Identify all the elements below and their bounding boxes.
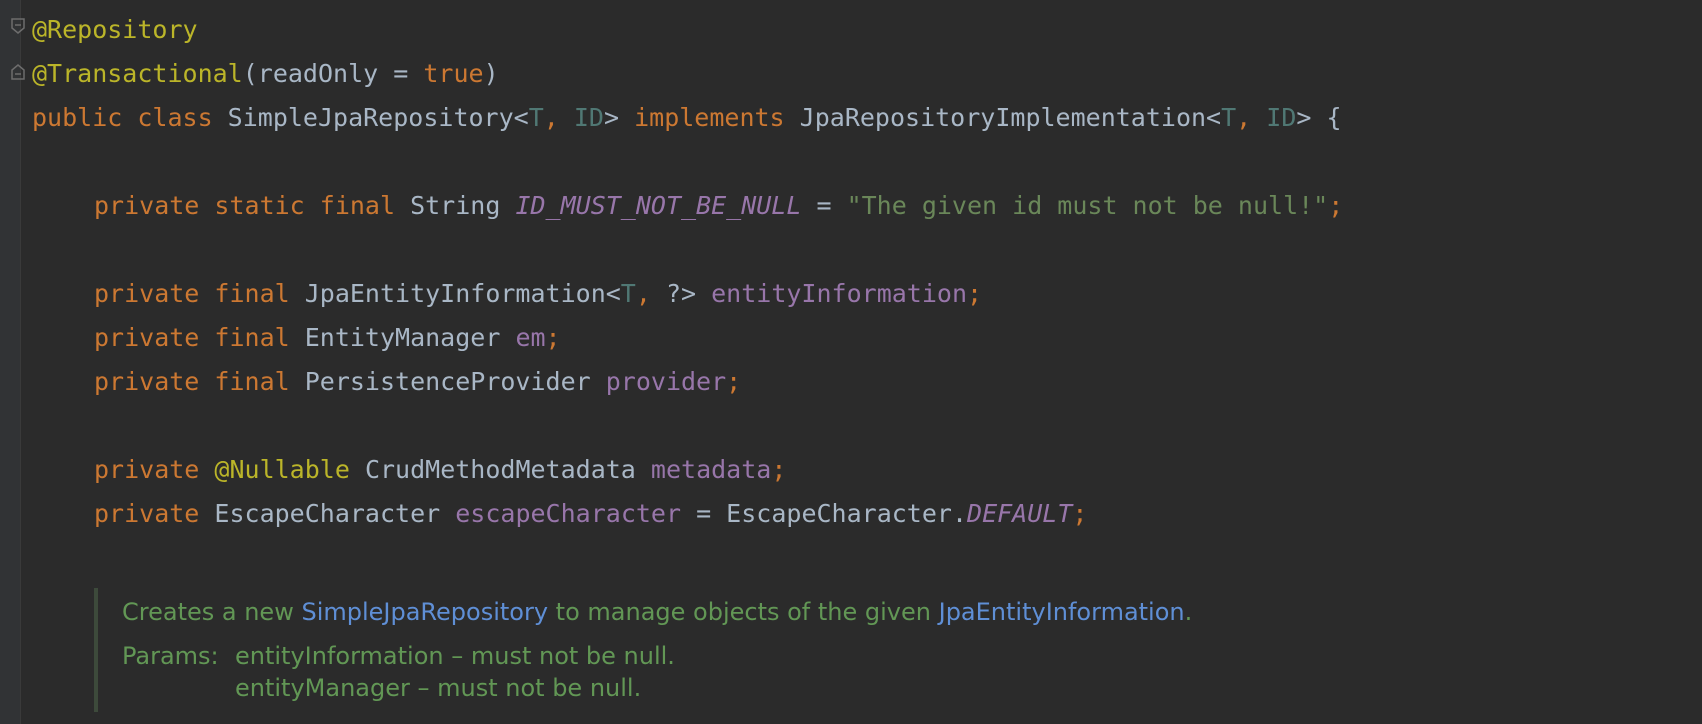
code-token: escapeCharacter — [455, 499, 682, 528]
code-token: ) — [483, 59, 499, 88]
code-token: (readOnly = — [242, 59, 424, 88]
code-token: @Transactional — [32, 59, 243, 88]
code-token: em — [515, 323, 546, 352]
code-token: @Nullable — [214, 455, 365, 484]
code-token: , — [635, 279, 666, 308]
code-line-blank-line[interactable] — [32, 146, 1343, 190]
code-line-blank-line[interactable] — [32, 234, 1343, 278]
code-token: implements — [634, 103, 800, 132]
code-line-field-id-must-not-be-null[interactable]: private static final String ID_MUST_NOT_… — [32, 190, 1343, 234]
code-line-field-em[interactable]: private final EntityManager em; — [32, 322, 1343, 366]
code-line-field-escape-character[interactable]: private EscapeCharacter escapeCharacter … — [32, 498, 1343, 542]
code-token: provider — [605, 367, 727, 396]
code-token: public class — [32, 103, 228, 132]
code-token: private final — [94, 367, 305, 396]
doc-params-label: Params: — [122, 642, 219, 670]
doc-summary-middle: to manage objects of the given — [548, 598, 939, 626]
code-token: private — [94, 455, 215, 484]
code-token: , — [1236, 103, 1267, 132]
code-line-blank-line[interactable] — [32, 410, 1343, 454]
code-token: , — [543, 103, 574, 132]
doc-param-entity-information: entityInformation – must not be null. — [235, 642, 675, 670]
code-line-class-declaration[interactable]: public class SimpleJpaRepository<T, ID> … — [32, 102, 1343, 146]
code-token: private final — [94, 279, 305, 308]
code-token: ID — [573, 103, 604, 132]
doc-summary: Creates a new SimpleJpaRepository to man… — [122, 598, 1192, 626]
code-token: ID_MUST_NOT_BE_NULL — [515, 191, 802, 220]
code-token: T — [528, 103, 544, 132]
code-token: "The given id must not be null!" — [846, 191, 1329, 220]
code-token: entityInformation — [711, 279, 967, 308]
doc-link-simplejparepository[interactable]: SimpleJpaRepository — [301, 598, 549, 626]
code-token: private — [94, 499, 215, 528]
code-token: ?> — [665, 279, 712, 308]
code-token: T — [620, 279, 636, 308]
code-token: JpaRepositoryImplementation< — [799, 103, 1222, 132]
code-token: T — [1221, 103, 1237, 132]
code-token: metadata — [650, 455, 772, 484]
code-token: = EscapeCharacter. — [681, 499, 968, 528]
doc-summary-prefix: Creates a new — [122, 598, 302, 626]
code-token: EscapeCharacter — [214, 499, 456, 528]
code-token: > — [603, 103, 635, 132]
code-token: ; — [545, 323, 561, 352]
fold-close-icon[interactable] — [11, 58, 25, 80]
code-token: JpaEntityInformation< — [304, 279, 621, 308]
code-token: SimpleJpaRepository< — [227, 103, 529, 132]
doc-param-entity-manager: entityManager – must not be null. — [235, 674, 642, 702]
code-token: ; — [967, 279, 983, 308]
code-token: @Repository — [32, 15, 198, 44]
code-token: true — [423, 59, 484, 88]
code-line-annotation-repository[interactable]: @Repository — [32, 14, 1343, 58]
code-line-field-metadata[interactable]: private @Nullable CrudMethodMetadata met… — [32, 454, 1343, 498]
code-token: = — [801, 191, 847, 220]
code-token: ; — [771, 455, 787, 484]
code-line-annotation-transactional[interactable]: @Transactional(readOnly = true) — [32, 58, 1343, 102]
code-line-field-provider[interactable]: private final PersistenceProvider provid… — [32, 366, 1343, 410]
code-token: ; — [726, 367, 742, 396]
code-token: > { — [1296, 103, 1342, 132]
code-token: private static final — [94, 191, 411, 220]
code-token: private final — [94, 323, 305, 352]
code-token: ; — [1072, 499, 1088, 528]
code-token: DEFAULT — [967, 499, 1073, 528]
code-token: String — [410, 191, 516, 220]
code-token: ; — [1328, 191, 1344, 220]
code-token: CrudMethodMetadata — [364, 455, 651, 484]
code-line-field-entity-information[interactable]: private final JpaEntityInformation<T, ?>… — [32, 278, 1343, 322]
code-editor[interactable]: @Repository @Transactional(readOnly = tru… — [32, 14, 1343, 542]
editor-gutter — [0, 0, 21, 724]
code-token: ID — [1266, 103, 1297, 132]
fold-open-icon[interactable] — [11, 18, 25, 40]
doc-summary-suffix: . — [1184, 598, 1193, 626]
code-token: PersistenceProvider — [304, 367, 606, 396]
doc-link-jpaentityinformation[interactable]: JpaEntityInformation — [938, 598, 1185, 626]
code-token: EntityManager — [304, 323, 516, 352]
rendered-javadoc: Creates a new SimpleJpaRepository to man… — [94, 588, 1348, 712]
